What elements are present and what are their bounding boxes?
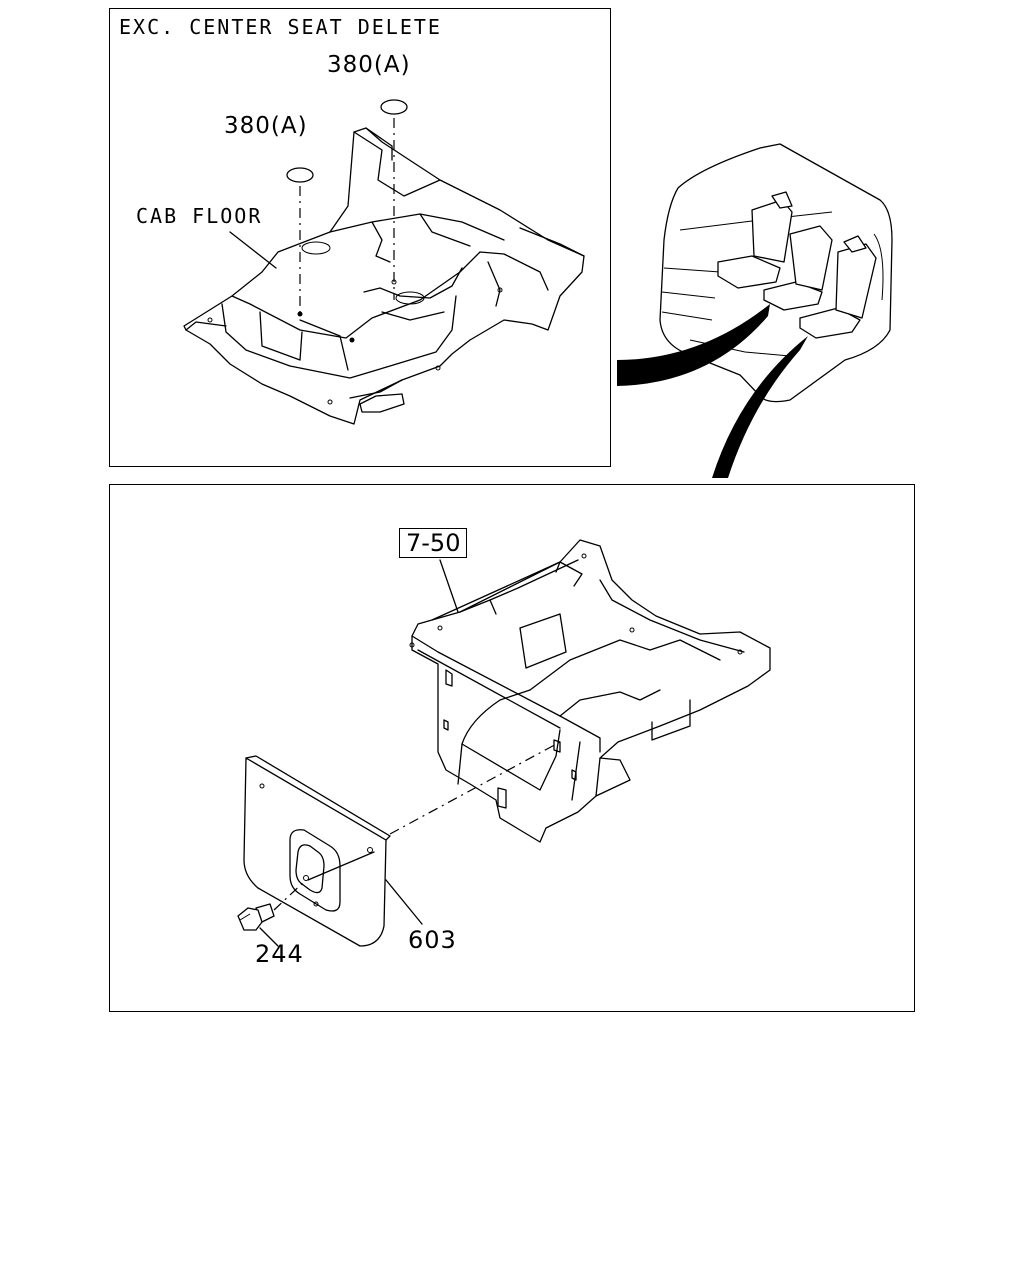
cover-plate-603: [243, 755, 391, 947]
reference-box-7-50: 7-50: [399, 528, 468, 558]
floor-frame-illustration: [409, 539, 771, 843]
cab-floor-illustration: [183, 127, 585, 425]
callout-380-lower: 380(A): [224, 113, 308, 139]
callout-244: 244: [255, 940, 304, 968]
cab-overview-illustration: [617, 143, 893, 478]
plug-380-upper: [380, 99, 408, 115]
panel-title: EXC. CENTER SEAT DELETE: [119, 15, 442, 39]
plug-380-lower: [286, 167, 314, 183]
bolt-244: [237, 903, 275, 931]
cab-floor-label: CAB FLOOR: [136, 204, 263, 228]
exc-center-seat-delete-panel: [109, 8, 611, 467]
callout-603: 603: [408, 926, 457, 954]
callout-380-upper: 380(A): [327, 52, 411, 78]
cover-plate-panel: [109, 484, 915, 1012]
